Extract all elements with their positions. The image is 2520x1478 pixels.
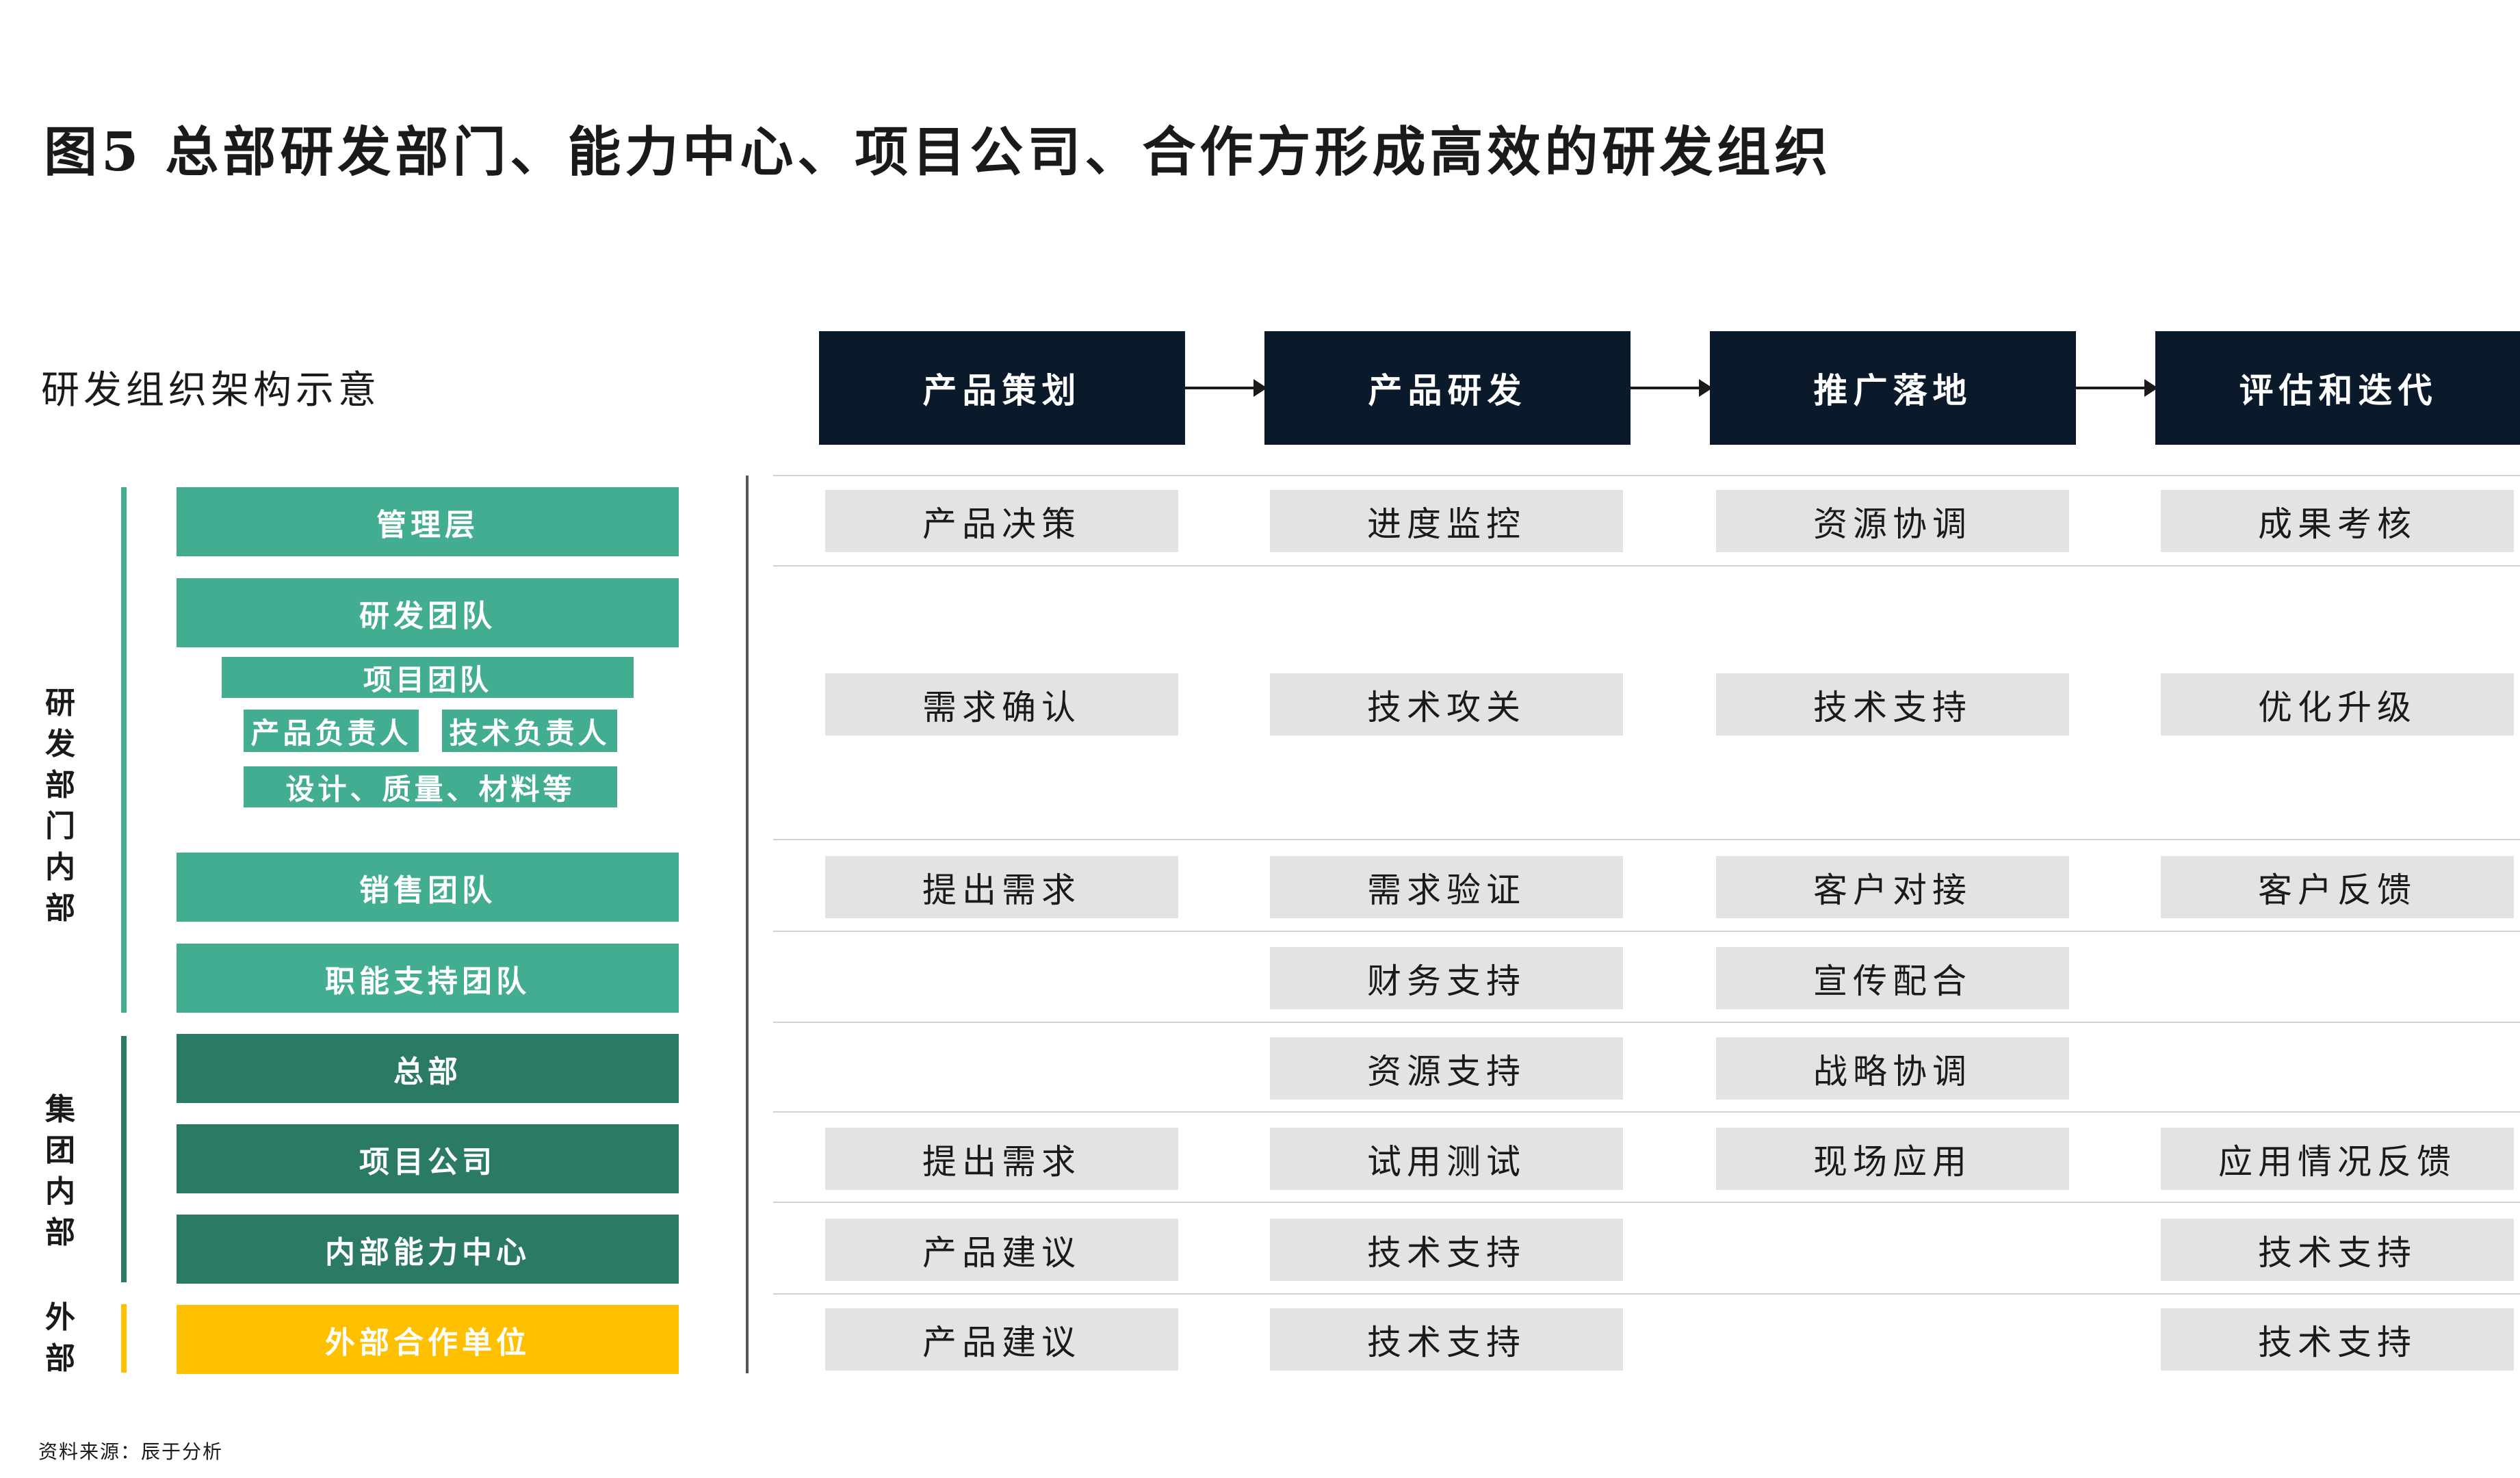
cell-project-company-evaluation: 应用情况反馈 (2161, 1128, 2514, 1190)
vertical-divider (746, 476, 749, 1373)
org-design-quality: 设计、质量、材料等 (244, 766, 617, 807)
phase-header-evaluation: 评估和迭代 (2155, 331, 2520, 445)
row-separator (773, 1111, 2520, 1113)
row-separator (773, 1293, 2520, 1295)
cell-capability-planning: 产品建议 (825, 1219, 1178, 1281)
cell-management-planning: 产品决策 (825, 490, 1178, 552)
phase-header-development: 产品研发 (1264, 331, 1631, 445)
cell-rd-development: 技术攻关 (1270, 673, 1623, 736)
group-label-external: 外部 (45, 1300, 75, 1376)
cell-hq-development: 资源支持 (1270, 1037, 1623, 1100)
row-separator (773, 475, 2520, 476)
arrow-icon (1185, 379, 1267, 397)
cell-project-company-rollout: 现场应用 (1716, 1128, 2069, 1190)
cell-partner-development: 技术支持 (1270, 1308, 1623, 1371)
cell-management-evaluation: 成果考核 (2161, 490, 2514, 552)
org-project-team: 项目团队 (222, 657, 634, 698)
org-sales-team: 销售团队 (177, 853, 679, 922)
row-separator (773, 565, 2520, 567)
org-partner: 外部合作单位 (177, 1305, 679, 1374)
arrow-icon (2076, 379, 2158, 397)
cell-sales-evaluation: 客户反馈 (2161, 856, 2514, 918)
cell-partner-planning: 产品建议 (825, 1308, 1178, 1371)
diagram-subtitle: 研发组织架构示意 (41, 368, 380, 413)
cell-management-development: 进度监控 (1270, 490, 1623, 552)
org-capability-center: 内部能力中心 (177, 1215, 679, 1284)
org-hq: 总部 (177, 1034, 679, 1103)
cell-rd-evaluation: 优化升级 (2161, 673, 2514, 736)
group-bar-rd (121, 487, 127, 1013)
cell-project-company-development: 试用测试 (1270, 1128, 1623, 1190)
cell-support-rollout: 宣传配合 (1716, 947, 2069, 1009)
cell-project-company-planning: 提出需求 (825, 1128, 1178, 1190)
row-separator (773, 931, 2520, 932)
org-project-company: 项目公司 (177, 1124, 679, 1193)
org-support-team: 职能支持团队 (177, 944, 679, 1013)
group-label-rd: 研发部门内部 (45, 686, 75, 926)
page-title: 图5 总部研发部门、能力中心、项目公司、合作方形成高效的研发组织 (44, 121, 1832, 183)
org-product-owner: 产品负责人 (244, 710, 419, 752)
row-separator (773, 1022, 2520, 1023)
cell-capability-evaluation: 技术支持 (2161, 1219, 2514, 1281)
cell-rd-rollout: 技术支持 (1716, 673, 2069, 736)
org-rd-team: 研发团队 (177, 578, 679, 647)
cell-support-development: 财务支持 (1270, 947, 1623, 1009)
row-separator (773, 839, 2520, 840)
source-note: 资料来源：辰于分析 (38, 1440, 224, 1463)
group-bar-group (121, 1036, 127, 1282)
cell-sales-development: 需求验证 (1270, 856, 1623, 918)
group-bar-external (121, 1304, 127, 1373)
cell-sales-rollout: 客户对接 (1716, 856, 2069, 918)
arrow-icon (1631, 379, 1713, 397)
cell-management-rollout: 资源协调 (1716, 490, 2069, 552)
group-label-group: 集团内部 (45, 1092, 75, 1250)
cell-sales-planning: 提出需求 (825, 856, 1178, 918)
cell-partner-evaluation: 技术支持 (2161, 1308, 2514, 1371)
phase-header-planning: 产品策划 (819, 331, 1185, 445)
org-management: 管理层 (177, 487, 679, 556)
cell-rd-planning: 需求确认 (825, 673, 1178, 736)
row-separator (773, 1202, 2520, 1203)
cell-capability-development: 技术支持 (1270, 1219, 1623, 1281)
phase-header-rollout: 推广落地 (1710, 331, 2076, 445)
org-tech-owner: 技术负责人 (442, 710, 617, 752)
cell-hq-rollout: 战略协调 (1716, 1037, 2069, 1100)
